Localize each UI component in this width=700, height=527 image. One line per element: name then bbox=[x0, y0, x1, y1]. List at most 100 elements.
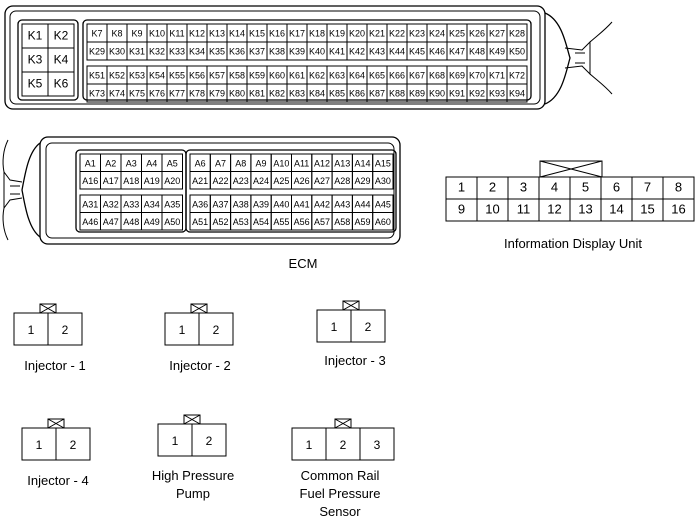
pin-label: A30 bbox=[375, 176, 391, 186]
pin-label: 2 bbox=[206, 434, 213, 448]
pin-label: 1 bbox=[331, 320, 338, 334]
pin-label: K2 bbox=[54, 29, 69, 43]
pin-label: K60 bbox=[269, 71, 285, 81]
pin-label: 1 bbox=[306, 438, 313, 452]
pin-label: K34 bbox=[189, 47, 205, 57]
pin-label: A45 bbox=[375, 199, 391, 209]
pin-label: K12 bbox=[189, 29, 205, 39]
pin-label: 12 bbox=[547, 202, 561, 217]
pin-label: A55 bbox=[273, 217, 289, 227]
pin-label: A12 bbox=[314, 158, 330, 168]
pin-label: K69 bbox=[449, 71, 465, 81]
pin-label: 3 bbox=[374, 438, 381, 452]
pin-label: K59 bbox=[249, 71, 265, 81]
pin-label: K68 bbox=[429, 71, 445, 81]
pin-label: A28 bbox=[334, 176, 350, 186]
pin-label: K58 bbox=[229, 71, 245, 81]
pin-label: K91 bbox=[449, 89, 465, 99]
idu-label: Information Display Unit bbox=[504, 236, 642, 251]
pin-label: 7 bbox=[644, 180, 651, 195]
pin-label: K75 bbox=[129, 89, 145, 99]
pin-cell bbox=[359, 427, 395, 461]
pin-cell bbox=[47, 312, 83, 346]
pin-label: A48 bbox=[123, 217, 139, 227]
pin-label: K16 bbox=[269, 29, 285, 39]
pin-label: A31 bbox=[82, 199, 98, 209]
pin-label: K46 bbox=[429, 47, 445, 57]
pin-label: K64 bbox=[349, 71, 365, 81]
pin-cell bbox=[47, 71, 75, 97]
pin-label: A22 bbox=[212, 176, 228, 186]
pin-cell bbox=[191, 423, 227, 457]
pin-label: K20 bbox=[349, 29, 365, 39]
pin-cell bbox=[161, 212, 183, 231]
pin-label: K23 bbox=[409, 29, 425, 39]
pin-label: 11 bbox=[517, 202, 531, 217]
pin-label: K15 bbox=[249, 29, 265, 39]
common-rail-fuel-pressure-sensor-label: Sensor bbox=[319, 504, 361, 519]
pin-label: A11 bbox=[294, 158, 309, 168]
pin-label: A34 bbox=[144, 199, 160, 209]
pin-label: K18 bbox=[309, 29, 325, 39]
pin-label: K71 bbox=[489, 71, 505, 81]
pin-label: A19 bbox=[144, 176, 160, 186]
pin-label: 1 bbox=[36, 438, 43, 452]
pin-label: A25 bbox=[273, 176, 289, 186]
pin-label: A36 bbox=[192, 199, 208, 209]
pin-cell bbox=[506, 41, 528, 61]
pin-label: K1 bbox=[28, 29, 43, 43]
pin-label: 8 bbox=[675, 180, 682, 195]
injector-4-label: Injector - 4 bbox=[27, 473, 88, 488]
pin-label: A21 bbox=[192, 176, 208, 186]
pin-label: A3 bbox=[126, 158, 137, 168]
pin-label: A53 bbox=[233, 217, 249, 227]
pin-label: 2 bbox=[365, 320, 372, 334]
pin-cell bbox=[350, 309, 386, 343]
pin-label: K42 bbox=[349, 47, 365, 57]
pin-label: A2 bbox=[105, 158, 116, 168]
pin-label: K65 bbox=[369, 71, 385, 81]
pin-label: A16 bbox=[82, 176, 98, 186]
pin-label: A60 bbox=[375, 217, 391, 227]
pin-label: K10 bbox=[149, 29, 165, 39]
pin-cell bbox=[161, 171, 183, 190]
pin-label: 2 bbox=[70, 438, 77, 452]
high-pressure-pump-label: High Pressure bbox=[152, 468, 234, 483]
pin-label: K76 bbox=[149, 89, 165, 99]
pin-label: 14 bbox=[609, 202, 623, 217]
pin-label: K77 bbox=[169, 89, 185, 99]
pin-label: K90 bbox=[429, 89, 445, 99]
pin-label: K6 bbox=[54, 77, 69, 91]
ecm-label: ECM bbox=[289, 256, 318, 271]
pin-label: A23 bbox=[233, 176, 249, 186]
pin-label: K14 bbox=[229, 29, 245, 39]
pin-label: A5 bbox=[167, 158, 178, 168]
pin-label: K39 bbox=[289, 47, 305, 57]
pin-label: A46 bbox=[82, 217, 98, 227]
pin-label: K21 bbox=[369, 29, 385, 39]
pin-label: 2 bbox=[340, 438, 347, 452]
pin-label: A6 bbox=[195, 158, 206, 168]
pin-label: K28 bbox=[509, 29, 525, 39]
pin-label: K62 bbox=[309, 71, 325, 81]
pin-cell bbox=[372, 212, 394, 231]
idu-connector bbox=[539, 160, 603, 178]
pin-label: 1 bbox=[28, 323, 35, 337]
pin-label: 13 bbox=[578, 202, 592, 217]
pin-cell bbox=[55, 427, 91, 461]
pin-label: 5 bbox=[582, 180, 589, 195]
common-rail-fuel-pressure-sensor-label: Common Rail bbox=[301, 468, 380, 483]
pin-label: K66 bbox=[389, 71, 405, 81]
pin-label: K38 bbox=[269, 47, 285, 57]
injector-1-label: Injector - 1 bbox=[24, 358, 85, 373]
pin-label: K40 bbox=[309, 47, 325, 57]
pin-label: K85 bbox=[329, 89, 345, 99]
high-pressure-pump-label: Pump bbox=[176, 486, 210, 501]
pin-label: K61 bbox=[289, 71, 305, 81]
pin-label: K84 bbox=[309, 89, 325, 99]
